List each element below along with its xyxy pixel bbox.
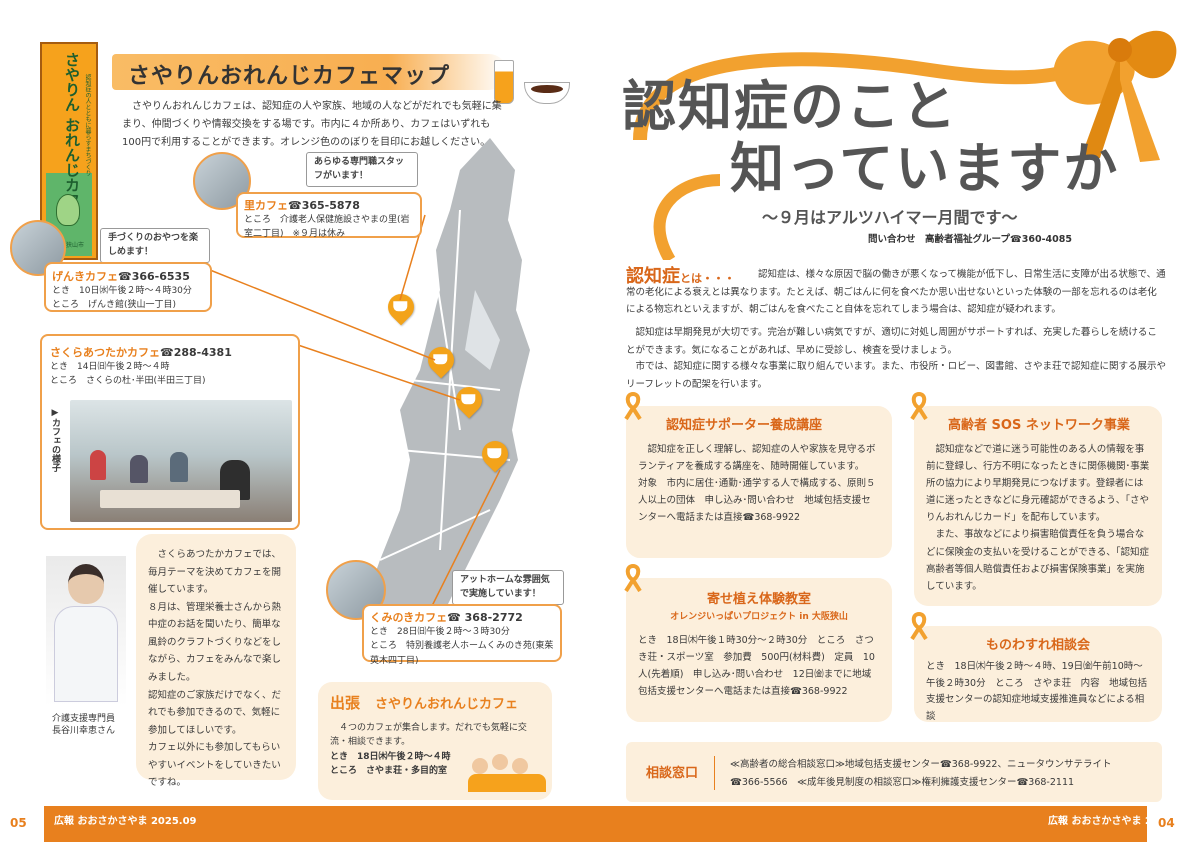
sato-cafe-tel: ☎365-5878 <box>288 199 360 212</box>
sos-body-2: また、事故などにより損害賠償責任を負う場合などに保険金の支払いを受けることができ… <box>926 529 1150 592</box>
what-body-3: 市では、認知症に関する様々な事業に取り組んでいます。また、市役所・ロビー、図書館… <box>626 361 1166 390</box>
sato-cafe-name: 里カフェ <box>244 199 288 212</box>
banner-city: 大阪狭山市 <box>53 242 84 249</box>
yose-block: 寄せ植え体験教室 オレンジいっぱいプロジェクト in 大阪狭山 とき 18日㈭午… <box>626 578 892 722</box>
left-page-number: 05 <box>10 816 27 830</box>
orange-ribbon <box>633 30 1177 260</box>
yose-title: 寄せ植え体験教室 <box>706 592 811 607</box>
staff-role: 介護支援専門員 <box>52 714 116 724</box>
monowasure-block: ものわすれ相談会 とき 18日㈭午後２時～４時、19日㈮午前10時～午後２時30… <box>914 626 1162 722</box>
what-label-main: 認知症 <box>626 266 680 287</box>
monowasure-title: ものわすれ相談会 <box>985 638 1090 653</box>
outreach-title-a: 出張 <box>330 694 361 712</box>
awareness-ribbon-icon <box>910 392 928 420</box>
kuminoki-cafe-time: とき 28日㈰午後２時～３時30分 <box>370 627 510 637</box>
outreach-place: ところ さやま荘・多目的室 <box>330 766 448 777</box>
comment-bubble: さくらあつたかカフェでは、毎月テーマを決めてカフェを開催しています。 ８月は、管… <box>136 534 296 788</box>
consultation-line1: ≪高齢者の総合相談窓口≫地域包括支援センター☎368-9922、ニュータウンサテ… <box>730 759 1112 770</box>
footer-left-page-box <box>0 806 44 842</box>
right-page-number: 04 <box>1158 816 1175 830</box>
sos-block: 高齢者 SOS ネットワーク事業 認知症などで道に迷う可能性のある人の情報を事前… <box>914 406 1162 606</box>
sos-title: 高齢者 SOS ネットワーク事業 <box>948 418 1130 433</box>
footer-bar <box>0 806 1191 842</box>
supporter-title: 認知症サポーター養成講座 <box>666 418 823 433</box>
kuminoki-cafe-place: ところ 特別養護老人ホームくみのき苑(東茱萸木四丁目) <box>370 641 554 666</box>
what-body-2: 認知症は早期発見が大切です。完治が難しい病気ですが、適切に対処し周囲がサポートす… <box>626 327 1157 356</box>
main-subtitle: ～９月はアルツハイマー月間です～ <box>762 208 1018 227</box>
intro-text: さやりんおれんじカフェは、認知症の人や家族、地域の人などがだれでも気軽に集まり、… <box>122 101 502 148</box>
sakura-cafe-place: ところ さくらの杜･半田(半田三丁目) <box>50 376 206 387</box>
banner-main-text: さやりん おれんじカフェ <box>63 52 81 223</box>
sakura-photo-label: ▶カフェの様子 <box>50 408 60 472</box>
banner-character-icon <box>56 194 80 226</box>
awareness-ribbon-icon <box>624 564 642 592</box>
kuminoki-cafe-tel: ☎ 368-2772 <box>447 611 523 624</box>
main-title-line1: 認知症のこと <box>622 75 958 138</box>
sato-cafe-bubble: あらゆる専門職スタッフがいます！ <box>306 152 418 187</box>
outreach-body: ４つのカフェが集合します。だれでも気軽に交流・相談できます。 <box>330 723 527 748</box>
yose-body: とき 18日㈭午後１時30分～２時30分 ところ さつき荘・スポーツ室 参加費 … <box>638 635 875 698</box>
supporter-target: 対象 市内に居住･通勤･通学する人で構成する、原則５人以上の団体 申し込み･問い… <box>638 478 876 524</box>
orange-cafe-banner: さやりん おれんじカフェ 認知症の人とともに暮らすまちづくり 大阪狭山市 <box>40 42 98 260</box>
genki-cafe-card: げんきカフェ☎366-6535 とき 10日㈬午後２時～４時30分 ところ げん… <box>44 262 212 312</box>
sakura-cafe-time: とき 14日㈰午後２時～４時 <box>50 362 170 372</box>
sos-body: 認知症などで道に迷う可能性のある人の情報を事前に登録し、行方不明になったときに関… <box>926 444 1150 524</box>
genki-cafe-place: ところ げんき館(狭山一丁目) <box>52 300 177 311</box>
yose-subtitle: オレンジいっぱいプロジェクト in 大阪狭山 <box>670 612 848 622</box>
what-label-small: とは・・・ <box>680 272 735 285</box>
staff-name: 長谷川幸恵さん <box>52 726 116 736</box>
sato-cafe-place: ところ 介護老人保健施設さやまの里(岩室二丁目) ※９月は休み <box>244 215 410 240</box>
footer-right-page-box <box>1147 806 1191 842</box>
genki-cafe-name: げんきカフェ <box>52 270 118 283</box>
monowasure-body: とき 18日㈭午後２時～４時、19日㈮午前10時～午後２時30分 ところ さやま… <box>926 661 1148 722</box>
consultation-block: 相談窓口 ≪高齢者の総合相談窓口≫地域包括支援センター☎368-9922、ニュー… <box>626 742 1162 802</box>
kuminoki-cafe-card: くみのきカフェ☎ 368-2772 とき 28日㈰午後２時～３時30分 ところ … <box>362 604 562 666</box>
outreach-cafe-block: 出張 さやりんおれんじカフェ ４つのカフェが集合します。だれでも気軽に交流・相談… <box>318 682 552 800</box>
title-brush <box>112 54 507 90</box>
right-publication: 広報 おおさかさやま 2025.09 <box>1048 816 1191 827</box>
kuminoki-cafe-bubble: アットホームな雰囲気で実施しています！ <box>452 570 564 605</box>
what-body: 認知症は、様々な原因で脳の働きが悪くなって機能が低下し、日常生活に支障が出る状態… <box>626 269 1166 316</box>
genki-cafe-bubble: 手づくりのおやつを楽しめます！ <box>100 228 210 263</box>
outreach-time: とき 18日㈭午後２時～４時 <box>330 751 451 762</box>
left-publication: 広報 おおさかさやま 2025.09 <box>54 816 197 827</box>
staff-photo <box>46 556 126 706</box>
supporter-block: 認知症サポーター養成講座 認知症を正しく理解し、認知症の人や家族を見守るボランテ… <box>626 406 892 558</box>
sato-cafe-card: 里カフェ☎365-5878 ところ 介護老人保健施設さやまの里(岩室二丁目) ※… <box>236 192 422 239</box>
genki-cafe-photo <box>10 220 66 276</box>
kuminoki-cafe-name: くみのきカフェ <box>370 611 448 624</box>
comment-text: さくらあつたかカフェでは、毎月テーマを決めてカフェを開催しています。 ８月は、管… <box>148 549 282 789</box>
juice-glass-icon <box>494 60 514 104</box>
supporter-body: 認知症を正しく理解し、認知症の人や家族を見守るボランティアを養成する講座を、随時… <box>638 444 876 473</box>
consultation-label: 相談窓口 <box>646 766 699 781</box>
sakura-cafe-card: さくらあつたかカフェ☎288-4381 とき 14日㈰午後２時～４時 ところ さ… <box>40 334 300 530</box>
people-illustration <box>468 752 546 792</box>
contact-info: 問い合わせ 高齢者福祉グループ☎360-4085 <box>868 234 1072 245</box>
main-title-line2: 知っていますか <box>730 137 1120 200</box>
genki-cafe-tel: ☎366-6535 <box>118 270 190 283</box>
outreach-title-b: さやりんおれんじカフェ <box>375 697 519 712</box>
sakura-cafe-tel: ☎288-4381 <box>160 346 232 359</box>
page-title: さやりんおれんじカフェマップ <box>128 64 451 89</box>
banner-sub-text: 認知症の人とともに暮らすまちづくり <box>84 74 91 176</box>
awareness-ribbon-icon <box>624 392 642 420</box>
sakura-cafe-photo <box>70 400 292 522</box>
genki-cafe-time: とき 10日㈬午後２時～４時30分 <box>52 286 192 296</box>
consultation-line2: ☎366-5566 ≪成年後見制度の相談窓口≫権利擁護支援センター☎368-21… <box>730 777 1075 788</box>
sakura-cafe-name: さくらあつたかカフェ <box>50 346 160 359</box>
awareness-ribbon-icon <box>910 612 928 640</box>
what-label: 認知症とは・・・ <box>626 262 735 288</box>
